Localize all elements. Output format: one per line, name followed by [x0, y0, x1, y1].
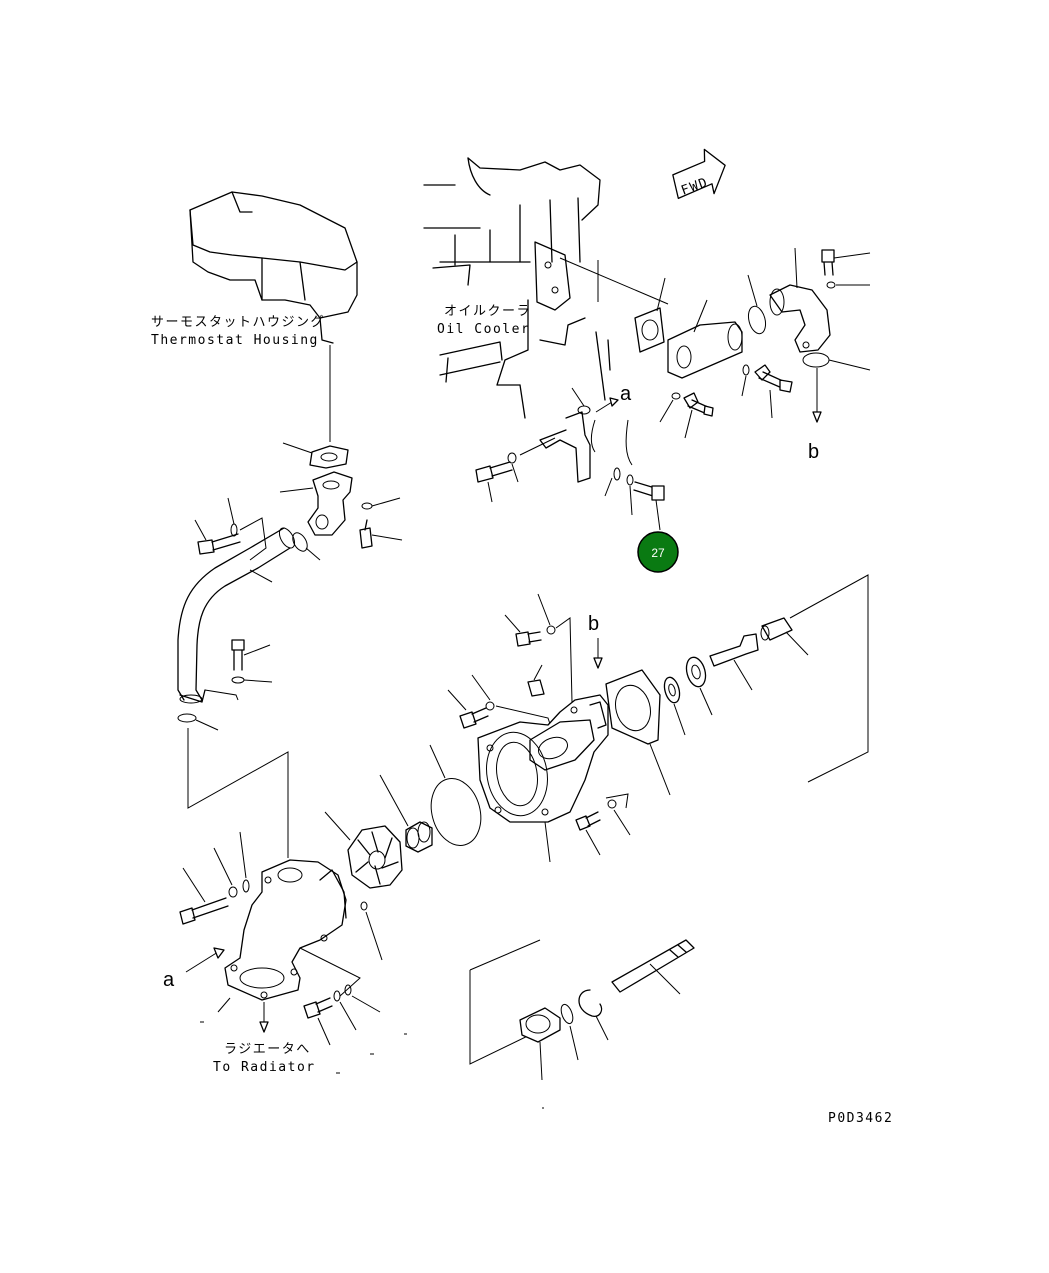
washer-pipe-1 [230, 523, 238, 537]
washer-elbow-2 [671, 392, 681, 400]
oil-cooler-label-en: Oil Cooler [437, 322, 530, 337]
o-ring-2 [177, 713, 197, 723]
o-ring-1 [292, 532, 308, 552]
o-ring-4 [802, 352, 830, 368]
radiator-label-en: To Radiator [213, 1060, 316, 1075]
washer-bracket-left [507, 452, 517, 464]
bolt-outlet-1 [179, 897, 229, 925]
bearing-2 [685, 656, 707, 688]
thermostat-label-jp: サーモスタットハウジング [151, 315, 325, 330]
bolt-pump-bottom [575, 811, 601, 831]
thermostat-gasket [309, 445, 349, 469]
engine-block [423, 157, 611, 419]
pump-oring [430, 778, 482, 846]
water-pipe [177, 527, 296, 704]
washer-bracket-right [613, 467, 634, 486]
washer-elbow [742, 364, 750, 376]
bolt-27 [633, 481, 665, 501]
ref-a-top: a [620, 383, 632, 405]
bolt-pump-left [459, 707, 489, 729]
thermostat-label-en: Thermostat Housing [151, 333, 319, 348]
bracket [539, 411, 591, 483]
bolt-outlet-2 [303, 997, 333, 1019]
washer-right-top [826, 281, 836, 289]
plug-pump [527, 679, 545, 697]
oil-cooler-gasket [634, 307, 665, 353]
sleeve [760, 617, 793, 641]
drawing-number: P0D3462 [828, 1111, 893, 1126]
stray-marks [200, 1021, 544, 1109]
washer-outlet-3 [333, 990, 341, 1002]
bolt-thermostat [359, 519, 373, 549]
thermostat-label: サーモスタットハウジング Thermostat Housing [151, 315, 325, 348]
thermostat-housing [189, 191, 358, 344]
bolt-pipe-1 [197, 533, 241, 555]
pump-housing [477, 694, 609, 823]
callout-badge-27[interactable]: 27 [637, 531, 679, 573]
bolt-elbow-2 [683, 392, 714, 417]
outlet-elbow [224, 859, 347, 1001]
pump-shaft [611, 939, 695, 993]
water-elbow-right [769, 284, 831, 353]
washer-outlet-1 [228, 886, 238, 898]
mechanical-seal [405, 821, 433, 853]
bolt-pump-top [515, 631, 542, 647]
small-washer-1 [361, 502, 373, 510]
washer-pipe-2 [231, 676, 245, 684]
washer-bracket [577, 405, 591, 415]
o-ring-3 [747, 305, 767, 335]
impeller [347, 825, 403, 889]
oil-cooler-label-jp: オイルクーラ [444, 304, 531, 319]
bolt-right-top [821, 249, 835, 276]
washer-pump-bottom [607, 799, 617, 809]
fwd-arrow-icon: FWD [672, 148, 726, 200]
ref-a-bottom: a [163, 969, 175, 991]
washer-pump-top [546, 625, 556, 635]
washer-outlet-2 [242, 879, 250, 893]
callout-number: 27 [651, 546, 665, 560]
snap-ring-2 [578, 989, 603, 1017]
bolt-elbow-1 [754, 364, 793, 393]
bearing-bottom [519, 1007, 561, 1043]
oil-cooler-label: オイルクーラ Oil Cooler [437, 304, 531, 337]
bearing-1 [663, 676, 681, 704]
radiator-label: ラジエータへ To Radiator [213, 1042, 316, 1075]
radiator-label-jp: ラジエータへ [224, 1042, 311, 1057]
ref-b-pump: b [588, 613, 599, 635]
ref-b-top: b [808, 441, 819, 463]
bolt-bracket-left [475, 461, 513, 483]
bolt-pipe-2 [231, 639, 245, 671]
shaft-short [709, 633, 759, 667]
small-plug-outlet [360, 901, 368, 911]
oil-cooler-elbow [667, 321, 743, 379]
thermostat-elbow [307, 471, 353, 536]
pump-gasket [605, 669, 661, 745]
washer-outlet-4 [344, 984, 352, 996]
snap-ring-1 [560, 1003, 574, 1025]
washer-pump-left [485, 701, 495, 711]
